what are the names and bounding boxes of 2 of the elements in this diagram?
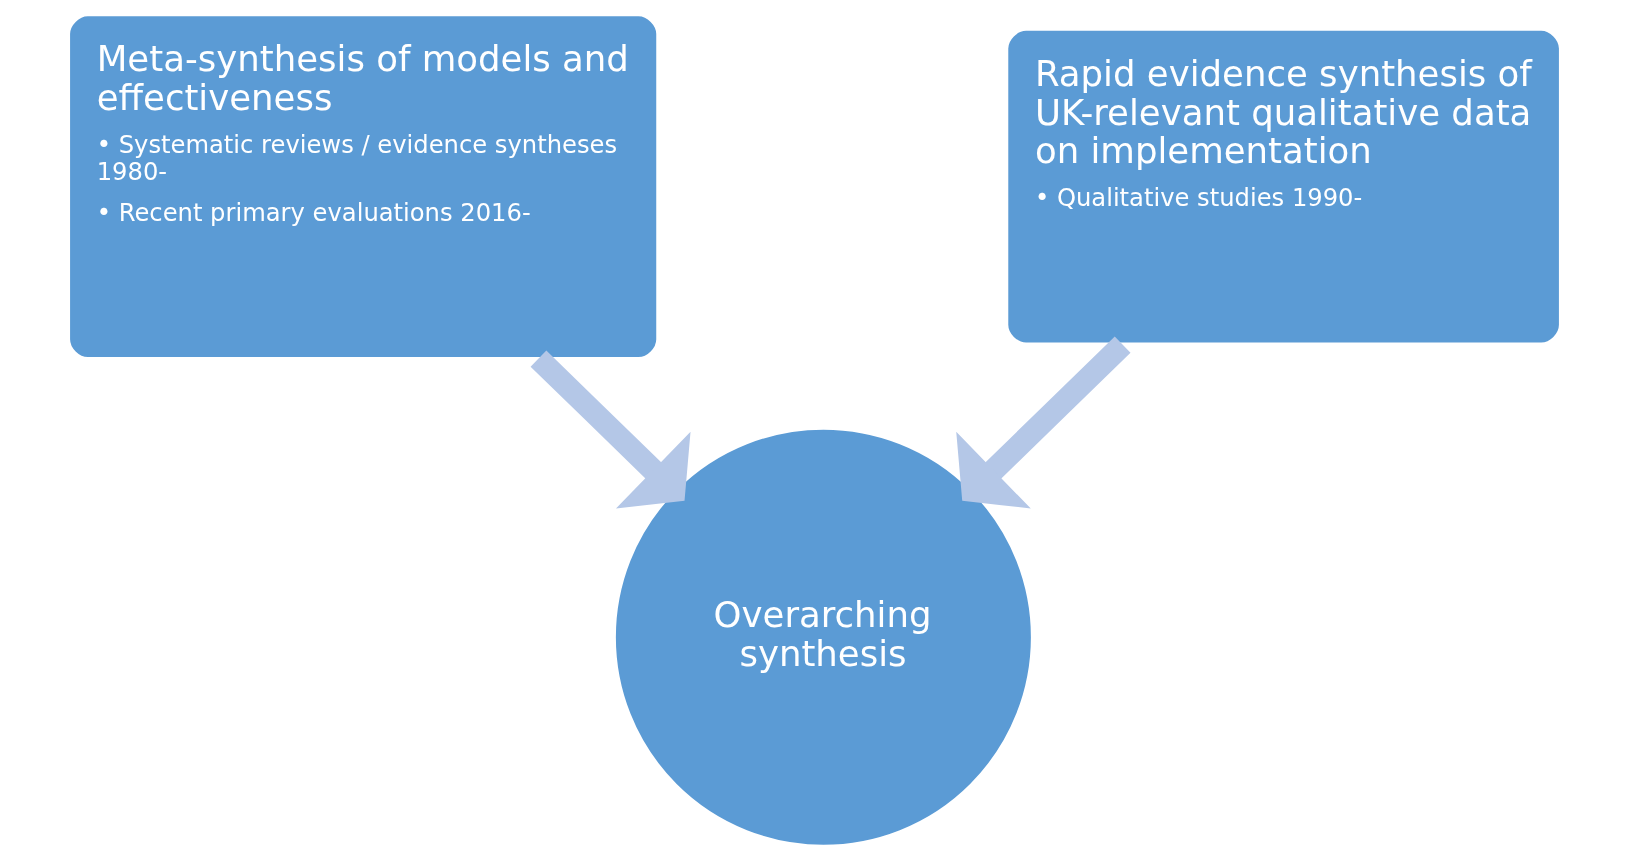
arrow bbox=[530, 350, 691, 509]
arrow bbox=[956, 336, 1131, 509]
